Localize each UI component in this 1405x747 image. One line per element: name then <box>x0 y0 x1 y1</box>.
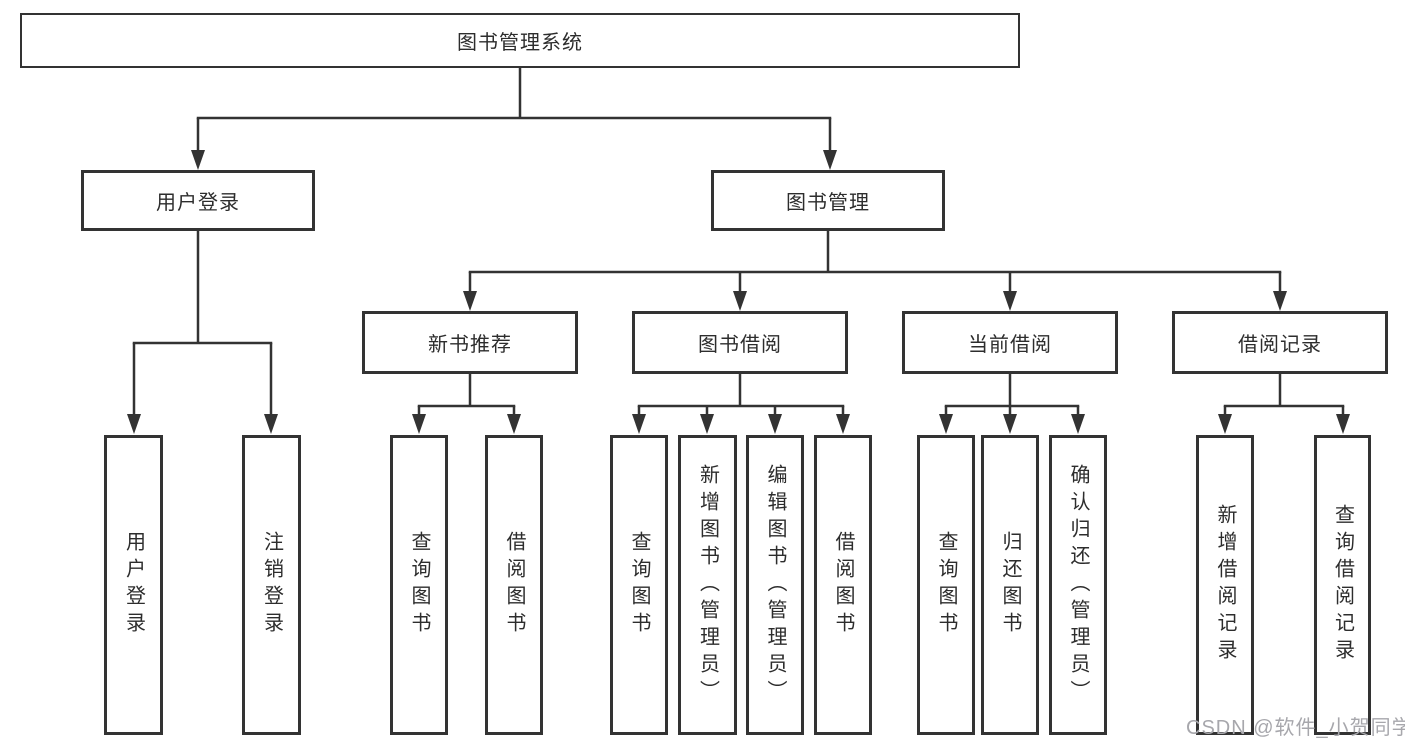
arrowhead-icon <box>632 414 646 434</box>
arrowhead-icon <box>939 414 953 434</box>
arrowhead-icon <box>1003 291 1017 311</box>
leaf-query-borrow-record: 查询借阅记录 <box>1314 435 1371 735</box>
node-book-management: 图书管理 <box>711 170 945 231</box>
leaf-add-book-admin: 新增图书（管理员） <box>678 435 737 735</box>
arrowhead-icon <box>836 414 850 434</box>
arrowhead-icon <box>127 414 141 434</box>
node-label: 查询图书 <box>935 531 957 639</box>
leaf-confirm-return-admin: 确认归还（管理员） <box>1049 435 1107 735</box>
arrowhead-icon <box>264 414 278 434</box>
leaf-borrow-book-1: 借阅图书 <box>485 435 543 735</box>
node-label: 用户登录 <box>122 531 145 639</box>
arrowhead-icon <box>823 150 837 170</box>
arrowhead-icon <box>700 414 714 434</box>
node-root-system: 图书管理系统 <box>20 13 1020 68</box>
node-label: 当前借阅 <box>968 334 1052 356</box>
node-label: 用户登录 <box>156 192 240 214</box>
leaf-borrow-book-2: 借阅图书 <box>814 435 872 735</box>
node-borrow-record: 借阅记录 <box>1172 311 1388 374</box>
connector-user-login-to-leaves <box>127 231 278 434</box>
node-label: 归还图书 <box>999 531 1021 639</box>
leaf-query-book-1: 查询图书 <box>390 435 448 735</box>
leaf-logout: 注销登录 <box>242 435 301 735</box>
node-label: 借阅图书 <box>832 531 854 639</box>
arrowhead-icon <box>412 414 426 434</box>
arrowhead-icon <box>733 291 747 311</box>
node-label: 图书管理 <box>786 192 870 214</box>
arrowhead-icon <box>463 291 477 311</box>
connector-book-borrow-to-leaves <box>632 374 850 434</box>
node-user-login: 用户登录 <box>81 170 315 231</box>
connector-new-book-rec-to-leaves <box>412 374 521 434</box>
node-label: 图书借阅 <box>698 334 782 356</box>
leaf-add-borrow-record: 新增借阅记录 <box>1196 435 1254 735</box>
arrowhead-icon <box>1273 291 1287 311</box>
arrowhead-icon <box>1336 414 1350 434</box>
leaf-query-book-3: 查询图书 <box>917 435 975 735</box>
node-current-borrow: 当前借阅 <box>902 311 1118 374</box>
node-label: 新增借阅记录 <box>1214 504 1236 666</box>
arrowhead-icon <box>1003 414 1017 434</box>
node-label: 确认归还（管理员） <box>1067 463 1089 707</box>
connector-book-mgmt-to-level2 <box>463 231 1287 311</box>
node-label: 图书管理系统 <box>457 32 583 54</box>
leaf-edit-book-admin: 编辑图书（管理员） <box>746 435 804 735</box>
arrowhead-icon <box>191 150 205 170</box>
arrowhead-icon <box>507 414 521 434</box>
connector-root-to-level1 <box>191 67 837 170</box>
connector-current-borrow-to-leaves <box>939 374 1085 434</box>
node-label: 查询图书 <box>628 531 650 639</box>
node-label: 编辑图书（管理员） <box>764 463 786 707</box>
leaf-user-login: 用户登录 <box>104 435 163 735</box>
node-label: 借阅记录 <box>1238 334 1322 356</box>
node-label: 注销登录 <box>260 531 283 639</box>
csdn-watermark: CSDN @软件_小贺同学 <box>1186 717 1405 739</box>
node-label: 借阅图书 <box>503 531 525 639</box>
node-new-book-recommend: 新书推荐 <box>362 311 578 374</box>
arrowhead-icon <box>1071 414 1085 434</box>
arrowhead-icon <box>768 414 782 434</box>
node-label: 新增图书（管理员） <box>696 463 719 707</box>
node-book-borrow: 图书借阅 <box>632 311 848 374</box>
connector-borrow-record-to-leaves <box>1218 374 1350 434</box>
node-label: 新书推荐 <box>428 334 512 356</box>
node-label: 查询借阅记录 <box>1331 504 1354 666</box>
leaf-return-book: 归还图书 <box>981 435 1039 735</box>
leaf-query-book-2: 查询图书 <box>610 435 668 735</box>
node-label: 查询图书 <box>408 531 430 639</box>
arrowhead-icon <box>1218 414 1232 434</box>
